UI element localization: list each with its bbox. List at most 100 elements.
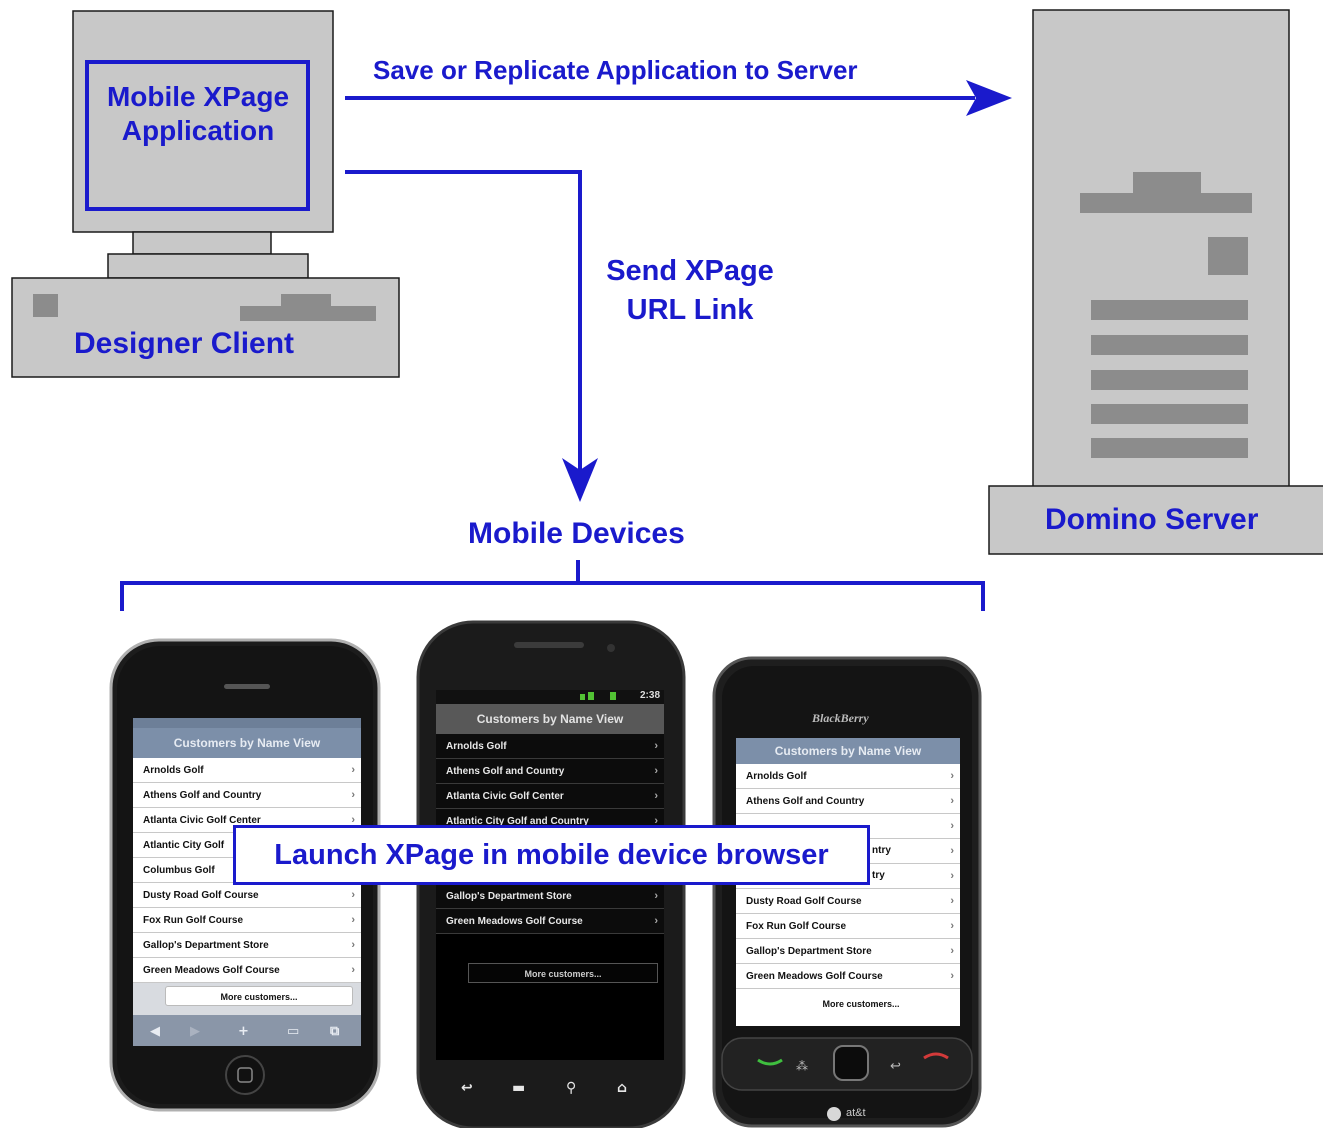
iphone-list-item[interactable]: Arnolds Golf› — [133, 758, 361, 783]
tower-vent-1 — [1091, 300, 1248, 320]
iphone-list-item-label: Columbus Golf — [143, 865, 215, 876]
android-list-item[interactable]: Atlanta Civic Golf Center› — [436, 784, 664, 809]
chevron-right-icon: › — [950, 770, 954, 782]
mobile-bracket — [120, 560, 985, 611]
chevron-right-icon: › — [654, 890, 658, 902]
tower-vent-4 — [1091, 404, 1248, 424]
monitor-neck — [132, 231, 272, 255]
iphone-list-item-label: Gallop's Department Store — [143, 940, 269, 951]
blackberry-list-item-label: Arnolds Golf — [746, 771, 807, 782]
android-list-item-label: Green Meadows Golf Course — [446, 916, 583, 927]
iphone-list-item-label: Green Meadows Golf Course — [143, 965, 280, 976]
blackberry-list-item-label: Gallop's Department Store — [746, 946, 872, 957]
send-label-line2: URL Link — [626, 294, 754, 326]
chevron-right-icon: › — [654, 790, 658, 802]
tower-vent-2 — [1091, 335, 1248, 355]
svg-text:▭: ▭ — [287, 1024, 299, 1039]
iphone-list-item-label: Athens Golf and Country — [143, 790, 262, 801]
blackberry-list-item[interactable]: Fox Run Golf Course › — [736, 914, 960, 939]
svg-text:▬: ▬ — [512, 1080, 525, 1096]
svg-text:+: + — [238, 1024, 249, 1039]
tower-indicator — [1208, 237, 1248, 275]
save-arrow-label: Save or Replicate Application to Server — [373, 55, 858, 85]
svg-text:↩: ↩ — [890, 1059, 901, 1074]
chevron-right-icon: › — [351, 964, 355, 976]
chevron-right-icon: › — [351, 814, 355, 826]
send-arrow — [345, 170, 598, 502]
tower-drive-top — [1133, 172, 1201, 194]
chevron-right-icon: › — [351, 939, 355, 951]
drive-bay — [240, 306, 376, 321]
android-list-item-label: Athens Golf and Country — [446, 766, 565, 777]
monitor-base — [107, 253, 309, 279]
chevron-right-icon: › — [950, 870, 954, 882]
android-list-item[interactable]: Green Meadows Golf Course › — [436, 909, 664, 934]
svg-text:⁂: ⁂ — [796, 1059, 808, 1073]
monitor-screen-frame — [85, 60, 310, 211]
blackberry-list-item-label: Athens Golf and Country — [746, 796, 865, 807]
blackberry-header: Customers by Name View — [774, 744, 922, 758]
designer-client-computer — [11, 10, 400, 378]
domino-server-tower — [988, 9, 1323, 555]
tower-vent-5 — [1091, 438, 1248, 458]
chevron-right-icon: › — [654, 765, 658, 777]
android-list-item[interactable]: Athens Golf and Country › — [436, 759, 664, 784]
domino-server-label: Domino Server — [1045, 503, 1259, 536]
blackberry-list-item-label: Fox Run Golf Course — [746, 921, 846, 932]
drive-bay-top — [281, 294, 331, 306]
iphone-list-item[interactable]: Gallop's Department Store › — [133, 933, 361, 958]
iphone-list-item[interactable]: Dusty Road Golf Course› — [133, 883, 361, 908]
chevron-right-icon: › — [950, 970, 954, 982]
desktop-case — [11, 277, 400, 378]
blackberry-list-item[interactable]: Green Meadows Golf Course› — [736, 964, 960, 989]
android-more-button[interactable]: More customers... — [468, 963, 658, 983]
blackberry-list-item[interactable]: Athens Golf and Country › — [736, 789, 960, 814]
blackberry-list-item[interactable]: Arnolds Golf › — [736, 764, 960, 789]
chevron-right-icon: › — [654, 740, 658, 752]
blackberry-brand: BlackBerry — [812, 711, 869, 725]
iphone-more-button[interactable]: More customers... — [165, 986, 353, 1006]
launch-xpage-text: Launch XPage in mobile device browser — [274, 838, 829, 871]
iphone-list-item-label: Arnolds Golf — [143, 765, 204, 776]
chevron-right-icon: › — [950, 845, 954, 857]
iphone-list-item[interactable]: Athens Golf and Country › — [133, 783, 361, 808]
tower-vent-3 — [1091, 370, 1248, 390]
blackberry-list-item[interactable]: Dusty Road Golf Course › — [736, 889, 960, 914]
chevron-right-icon: › — [950, 945, 954, 957]
chevron-right-icon: › — [351, 914, 355, 926]
chevron-right-icon: › — [950, 920, 954, 932]
chevron-right-icon: › — [950, 795, 954, 807]
svg-text:⧉: ⧉ — [330, 1024, 340, 1039]
chevron-right-icon: › — [351, 789, 355, 801]
android-list-item-label: Arnolds Golf — [446, 741, 507, 752]
svg-text:⚲: ⚲ — [566, 1080, 576, 1096]
app-label-line2: Application — [121, 115, 275, 146]
bb-fragment-1: ntry — [872, 845, 891, 856]
svg-text:▶: ▶ — [190, 1024, 200, 1039]
svg-text:◀: ◀ — [150, 1024, 160, 1039]
blackberry-more-button[interactable]: More customers... — [822, 999, 900, 1009]
iphone-list-item[interactable]: Fox Run Golf Course › — [133, 908, 361, 933]
app-label-line1: Mobile XPage — [106, 81, 290, 112]
blackberry-list-item[interactable]: Gallop's Department Store › — [736, 939, 960, 964]
bb-fragment-2: try — [872, 870, 885, 881]
chevron-right-icon: › — [950, 820, 954, 832]
blackberry-list-item-label: Dusty Road Golf Course — [746, 896, 862, 907]
designer-client-label: Designer Client — [74, 327, 295, 360]
launch-xpage-label: Launch XPage in mobile device browser — [233, 825, 870, 885]
floppy-slot — [33, 294, 58, 317]
chevron-right-icon: › — [950, 895, 954, 907]
svg-text:⌂: ⌂ — [617, 1080, 627, 1096]
android-list-item-label: Atlantic City Golf and Country — [446, 816, 589, 827]
android-list-item[interactable]: Arnolds Golf › — [436, 734, 664, 759]
chevron-right-icon: › — [654, 815, 658, 827]
android-list-item[interactable]: Gallop's Department Store› — [436, 884, 664, 909]
mobile-devices-label: Mobile Devices — [468, 517, 685, 550]
blackberry-carrier: at&t — [846, 1107, 866, 1119]
android-header: Customers by Name View — [476, 712, 624, 726]
iphone-list-item-label: Atlanta Civic Golf Center — [143, 815, 261, 826]
iphone-list-item-label: Fox Run Golf Course — [143, 915, 243, 926]
tower-base — [988, 485, 1323, 555]
iphone-list-item[interactable]: Green Meadows Golf Course › — [133, 958, 361, 983]
chevron-right-icon: › — [654, 915, 658, 927]
